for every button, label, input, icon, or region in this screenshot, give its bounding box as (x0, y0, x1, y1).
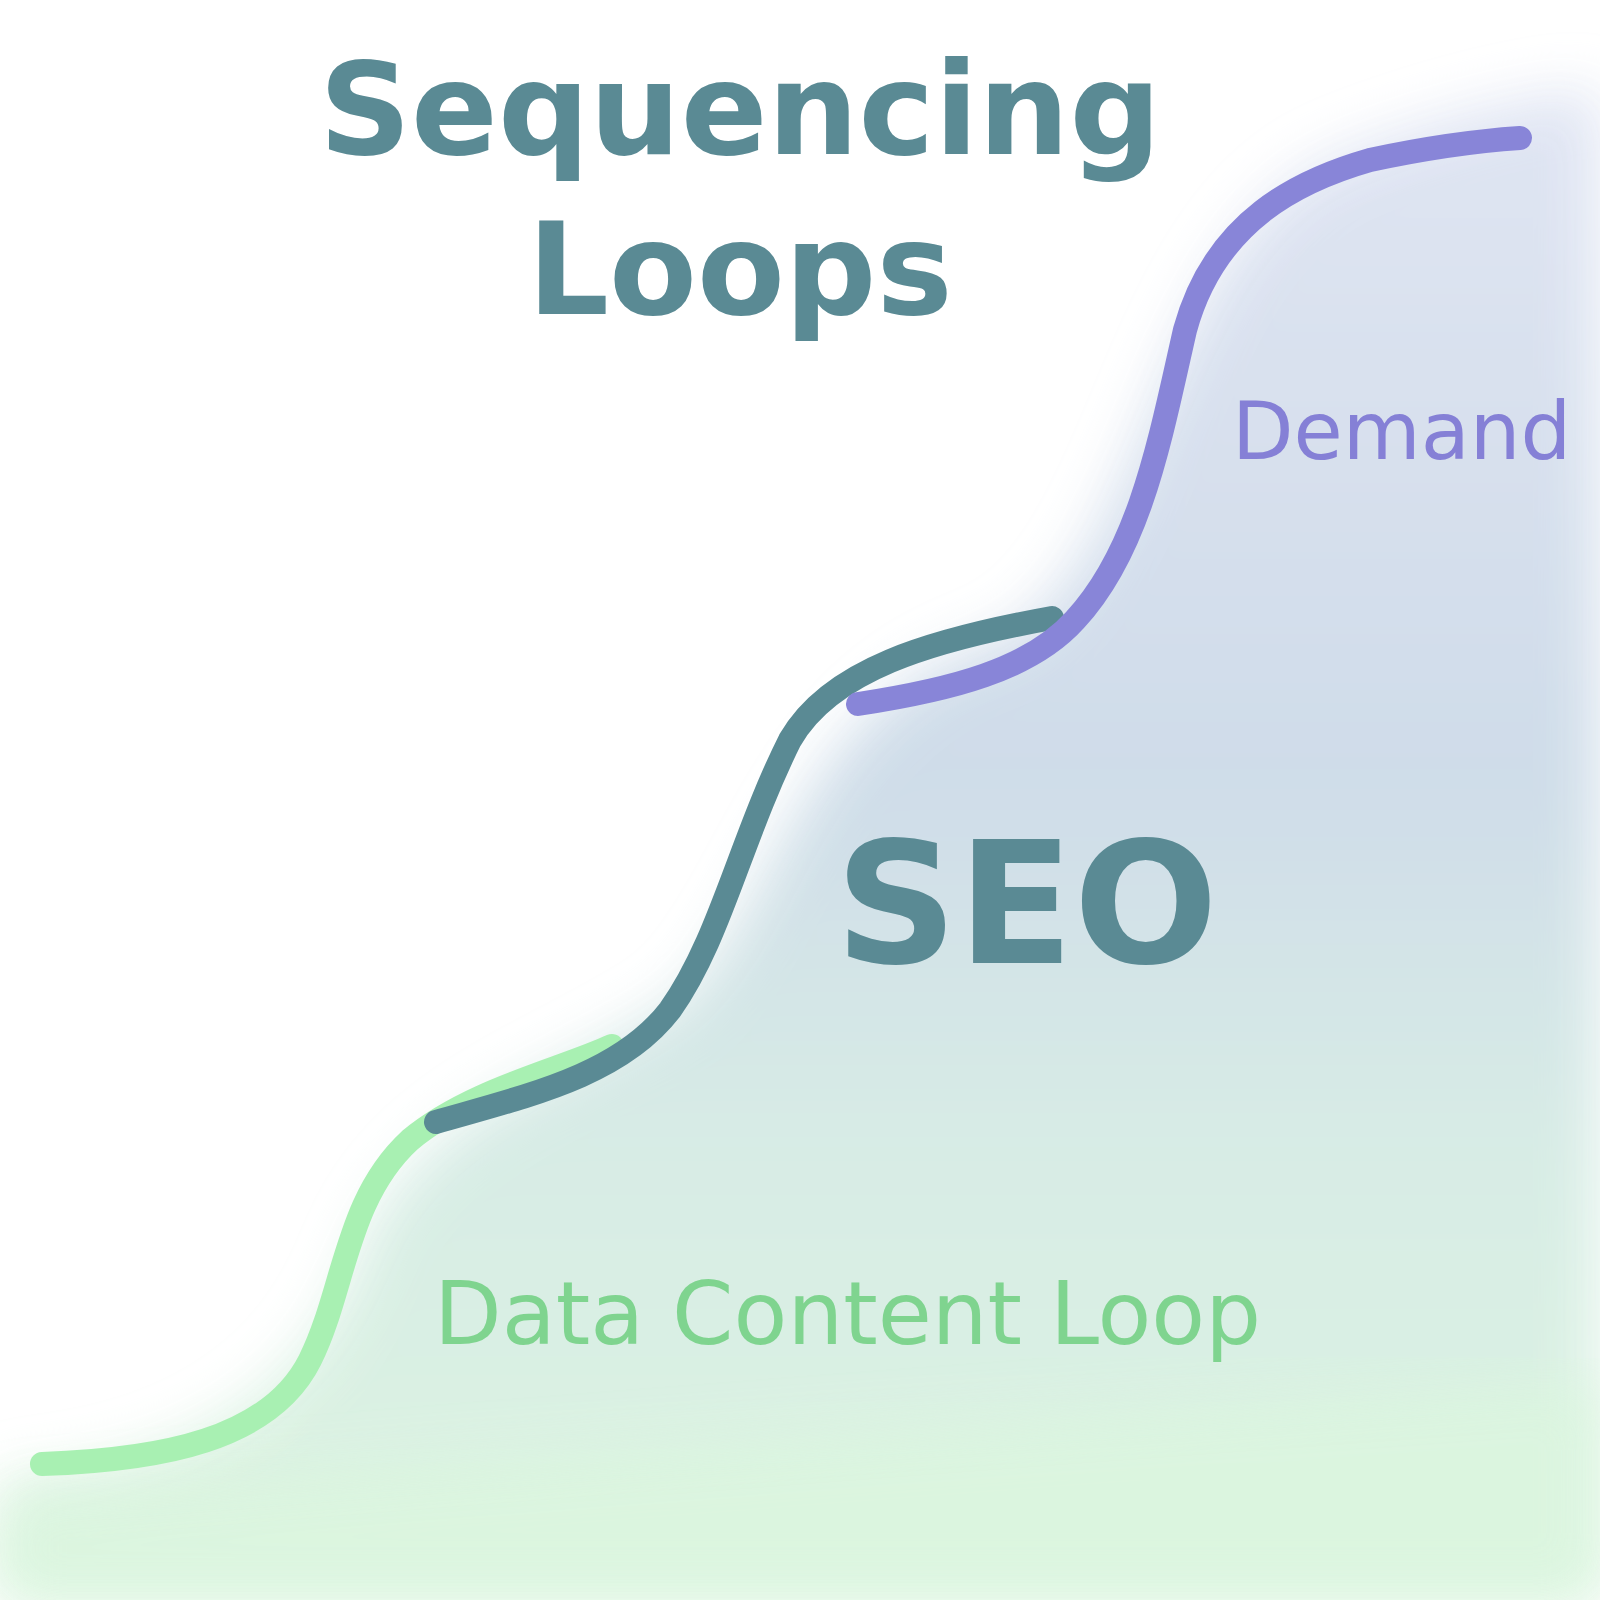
diagram-title: Sequencing Loops (290, 30, 1190, 350)
loop-label: Demand (1232, 385, 1571, 478)
loop-label: Data Content Loop (434, 1262, 1261, 1365)
loop-label: SEO (835, 805, 1218, 1003)
data-content-curve (42, 1046, 612, 1464)
